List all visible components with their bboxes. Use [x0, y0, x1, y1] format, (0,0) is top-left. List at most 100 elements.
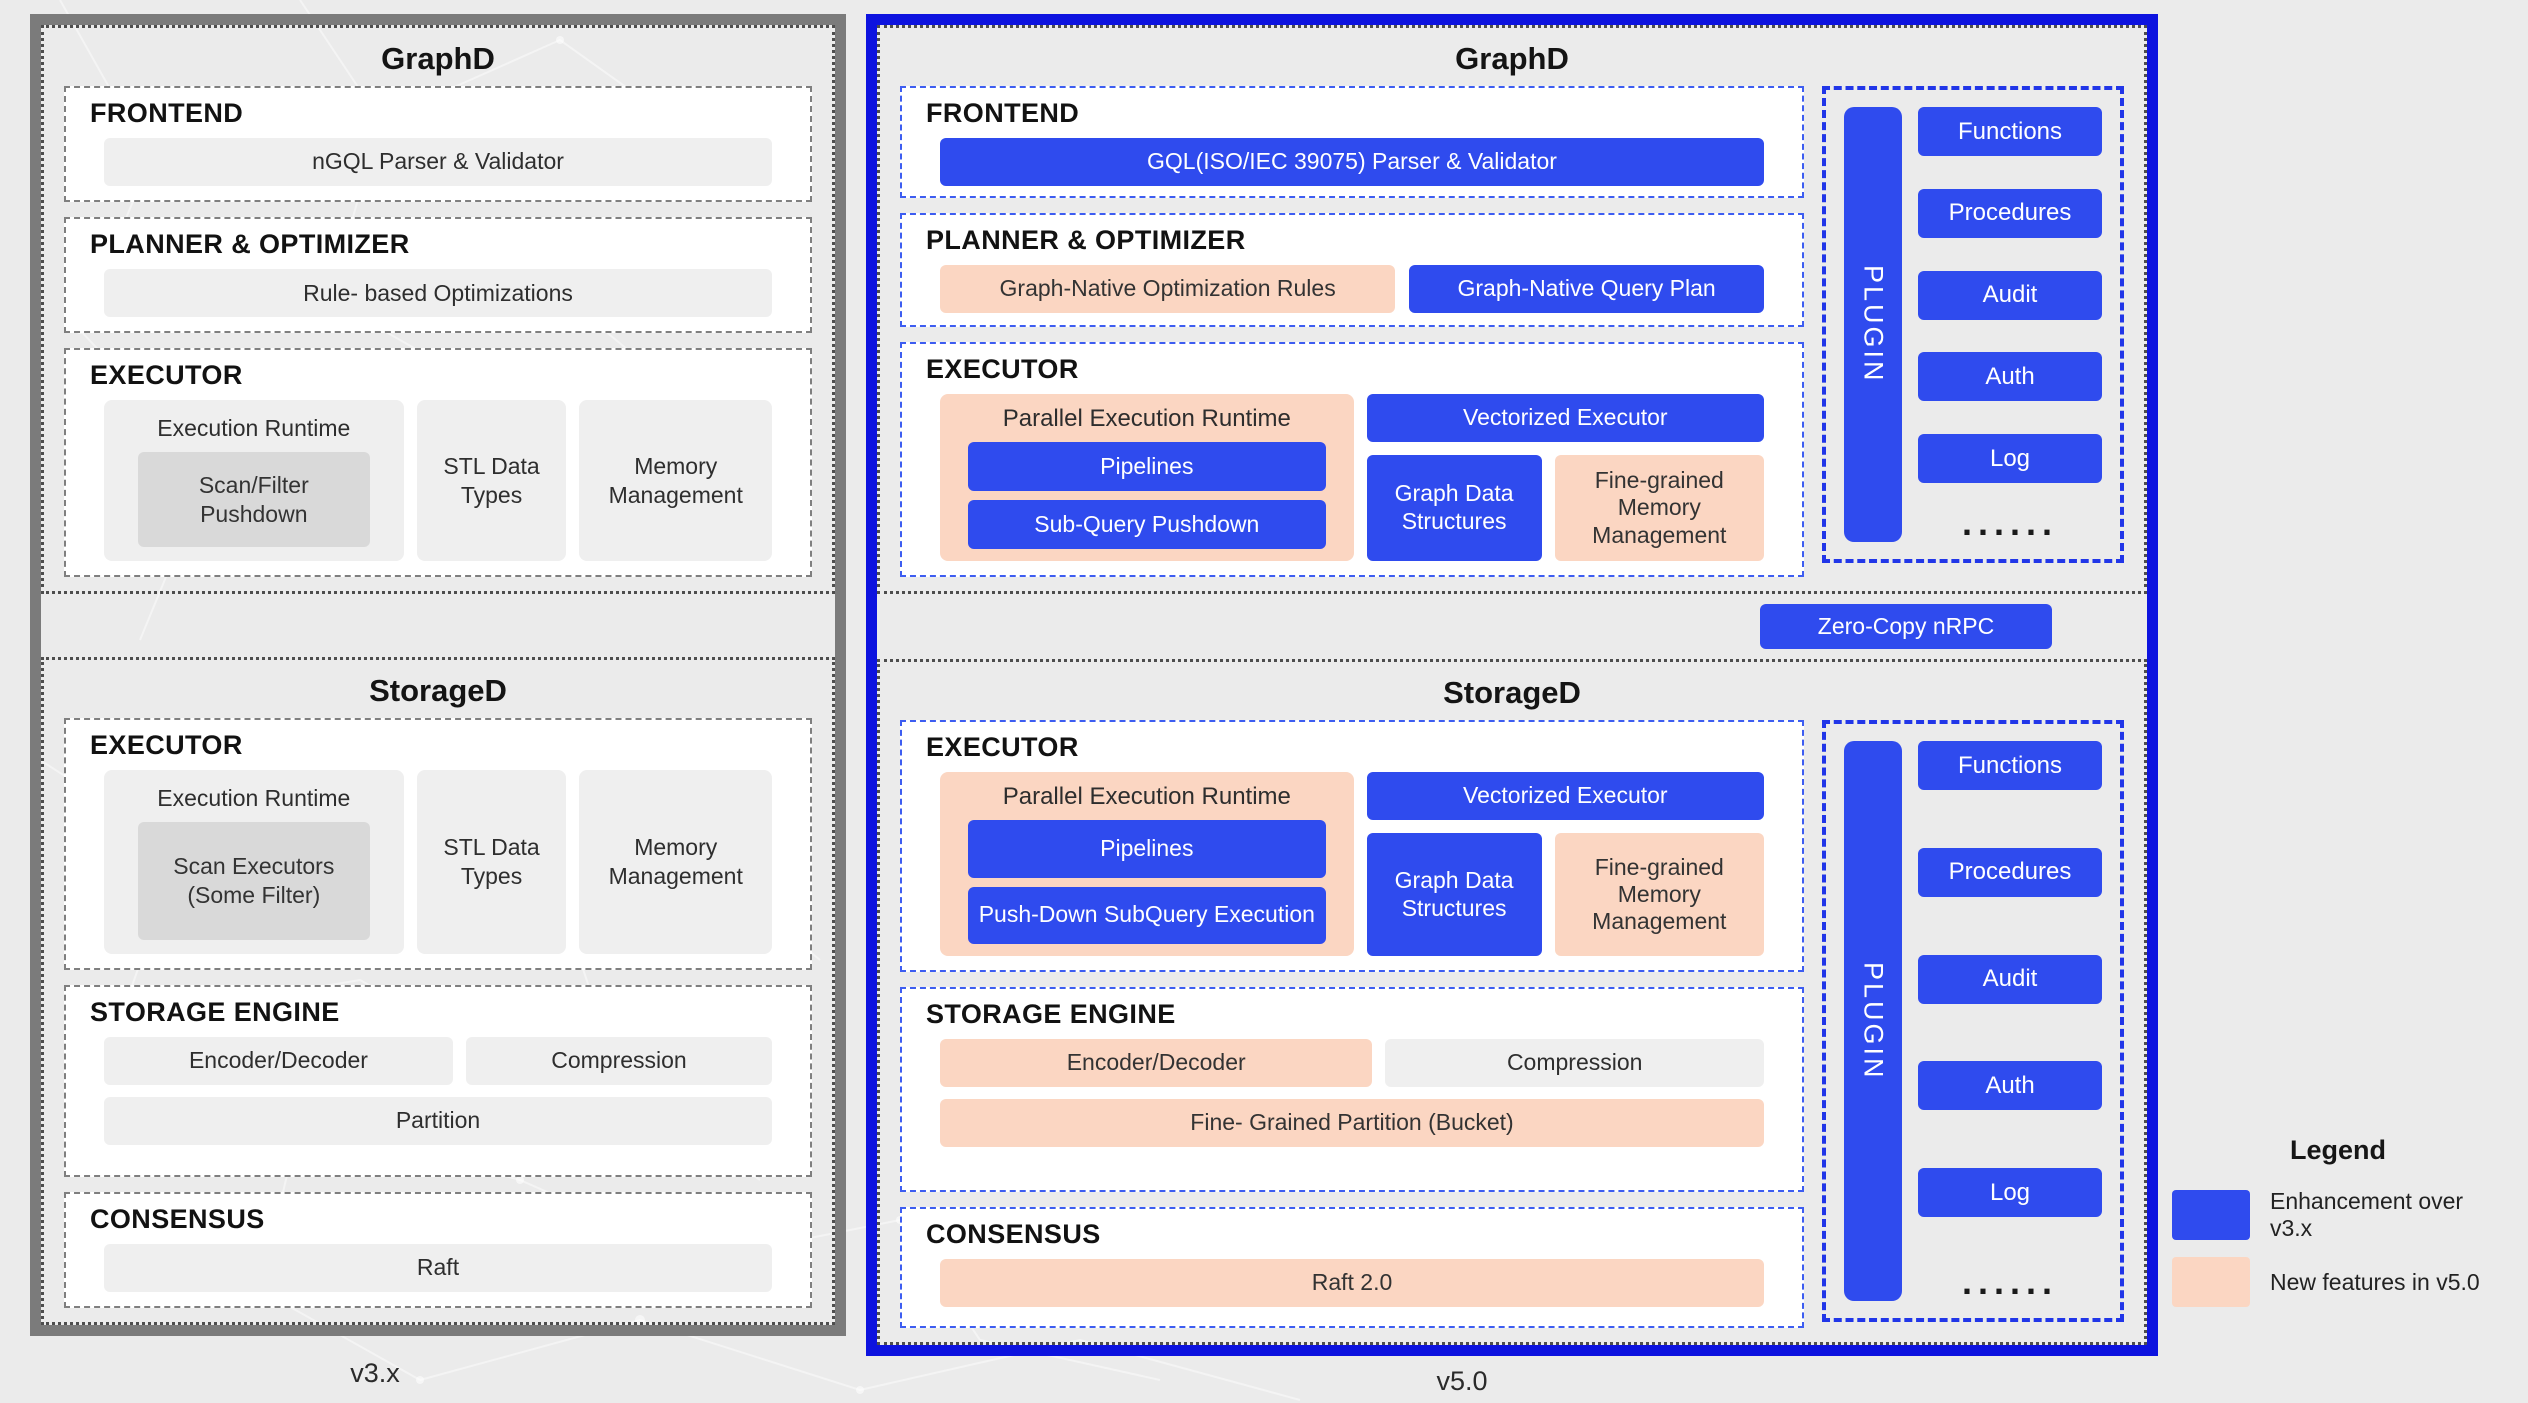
v3-storaged-executor-row: Execution Runtime Scan Executors (Some F…	[104, 770, 772, 954]
v5-graphd-region: GraphD FRONTEND GQL(ISO/IEC 39075) Parse…	[877, 25, 2147, 594]
v5-storaged-title: StorageD	[1443, 675, 1581, 710]
v5-graph-native-optimization-rules-box: Graph-Native Optimization Rules	[940, 265, 1396, 314]
plugin-item-auth: Auth	[1918, 352, 2102, 402]
v3-ngql-parser-box: nGQL Parser & Validator	[104, 138, 772, 187]
v5-storaged-executor-row: Parallel Execution Runtime Pipelines Pus…	[940, 772, 1764, 956]
v3-storaged-scan-executors-box: Scan Executors (Some Filter)	[138, 822, 370, 940]
plugin-item-functions: Functions	[1918, 741, 2102, 790]
v5-consensus-section: CONSENSUS Raft 2.0	[900, 1207, 1804, 1328]
v3-graphd-executor-row: Execution Runtime Scan/Filter Pushdown S…	[104, 400, 772, 561]
v3-storaged-stl-data-types-box: STL Data Types	[416, 770, 567, 954]
v3-storage-engine-section: STORAGE ENGINE Encoder/Decoder Compressi…	[64, 985, 812, 1177]
v3-encoder-decoder-box: Encoder/Decoder	[104, 1037, 453, 1086]
v5-graphd-executor-row: Parallel Execution Runtime Pipelines Sub…	[940, 394, 1764, 561]
legend: Legend Enhancement over v3.x New feature…	[2172, 1135, 2504, 1322]
v5-storaged-fine-grained-memory-box: Fine-grained Memory Management	[1554, 833, 1764, 956]
v5-gql-parser-box: GQL(ISO/IEC 39075) Parser & Validator	[940, 138, 1764, 187]
legend-swatch-blue	[2172, 1190, 2250, 1240]
v5-storaged-pipelines-box: Pipelines	[968, 820, 1326, 878]
v5-fine-grained-partition-box: Fine- Grained Partition (Bucket)	[940, 1099, 1764, 1148]
v3-graphd-execution-runtime-label: Execution Runtime	[157, 415, 351, 442]
v5-planner-heading: PLANNER & OPTIMIZER	[926, 225, 1246, 255]
zero-copy-nrpc-box: Zero-Copy nRPC	[1760, 604, 2052, 649]
v5-graphd-fine-grained-memory-box: Fine-grained Memory Management	[1554, 455, 1764, 561]
v3-planner-section: PLANNER & OPTIMIZER Rule- based Optimiza…	[64, 217, 812, 334]
v5-storage-engine-section: STORAGE ENGINE Encoder/Decoder Compressi…	[900, 987, 1804, 1192]
v3-storage-engine-row: Encoder/Decoder Compression	[104, 1037, 772, 1086]
v3-frontend-section: FRONTEND nGQL Parser & Validator	[64, 86, 812, 203]
plugin-item-log: Log	[1918, 434, 2102, 484]
v5-graphd-plugin-bar: PLUGIN	[1844, 107, 1902, 542]
v5-graphd-title: GraphD	[1455, 41, 1569, 76]
v3-storaged-execution-runtime-box: Execution Runtime Scan Executors (Some F…	[104, 770, 404, 954]
v3-graphd-title: GraphD	[381, 41, 495, 76]
v5-encoder-decoder-box: Encoder/Decoder	[940, 1039, 1373, 1088]
v5-graphd-vectorized-executor-box: Vectorized Executor	[1366, 394, 1764, 443]
v3-storaged-executor-section: EXECUTOR Execution Runtime Scan Executor…	[64, 718, 812, 970]
legend-swatch-peach	[2172, 1257, 2250, 1307]
v3-partition-box: Partition	[104, 1097, 772, 1146]
v3-region-gap	[41, 594, 835, 657]
v5-storaged-plugin-items: Functions Procedures Audit Auth Log ....…	[1918, 741, 2102, 1301]
v3-graphd-region: GraphD FRONTEND nGQL Parser & Validator …	[41, 25, 835, 594]
v3-graphd-executor-heading: EXECUTOR	[90, 360, 243, 391]
v5-storaged-body: EXECUTOR Parallel Execution Runtime Pipe…	[900, 720, 2124, 1328]
plugin-item-auth: Auth	[1918, 1061, 2102, 1111]
v5-panel: GraphD FRONTEND GQL(ISO/IEC 39075) Parse…	[866, 14, 2158, 1356]
v3-graphd-stl-data-types-box: STL Data Types	[416, 400, 567, 561]
v5-compression-box: Compression	[1385, 1039, 1764, 1088]
legend-row-new-features: New features in v5.0	[2172, 1257, 2504, 1307]
plugin-item-procedures: Procedures	[1918, 847, 2102, 897]
v5-graphd-parallel-runtime-box: Parallel Execution Runtime Pipelines Sub…	[940, 394, 1354, 561]
v5-storaged-executor-right: Vectorized Executor Graph Data Structure…	[1366, 772, 1764, 956]
v5-storaged-region: StorageD EXECUTOR Parallel Execution Run…	[877, 659, 2147, 1345]
v5-storaged-graph-data-structures-box: Graph Data Structures	[1366, 833, 1542, 956]
v5-consensus-heading: CONSENSUS	[926, 1219, 1101, 1249]
v5-graphd-graph-data-structures-box: Graph Data Structures	[1366, 455, 1542, 561]
v3-graphd-memory-management-box: Memory Management	[579, 400, 772, 561]
v3-raft-box: Raft	[104, 1244, 772, 1293]
v3-frontend-heading: FRONTEND	[90, 98, 244, 128]
v5-storaged-sections: EXECUTOR Parallel Execution Runtime Pipe…	[900, 720, 1804, 1328]
v3-storaged-title: StorageD	[369, 673, 507, 708]
v5-version-label: v5.0	[1436, 1366, 1488, 1396]
v5-storaged-plugin-bar: PLUGIN	[1844, 741, 1902, 1301]
v5-storaged-vectorized-executor-box: Vectorized Executor	[1366, 772, 1764, 821]
v5-graph-native-query-plan-box: Graph-Native Query Plan	[1409, 265, 1764, 314]
v3-panel: GraphD FRONTEND nGQL Parser & Validator …	[30, 14, 846, 1336]
v5-graphd-sections: FRONTEND GQL(ISO/IEC 39075) Parser & Val…	[900, 86, 1804, 577]
legend-label-enhancement: Enhancement over v3.x	[2270, 1188, 2464, 1241]
plugin-item-audit: Audit	[1918, 270, 2102, 320]
v5-graphd-pipelines-box: Pipelines	[968, 442, 1326, 492]
v5-frontend-section: FRONTEND GQL(ISO/IEC 39075) Parser & Val…	[900, 86, 1804, 198]
v3-storaged-region: StorageD EXECUTOR Execution Runtime Scan…	[41, 657, 835, 1326]
v3-planner-heading: PLANNER & OPTIMIZER	[90, 229, 410, 260]
v5-storaged-executor-right-bottom: Graph Data Structures Fine-grained Memor…	[1366, 833, 1764, 956]
v5-graphd-executor-right-bottom: Graph Data Structures Fine-grained Memor…	[1366, 455, 1764, 561]
v5-graphd-executor-section: EXECUTOR Parallel Execution Runtime Pipe…	[900, 342, 1804, 577]
v5-raft-2-box: Raft 2.0	[940, 1259, 1764, 1308]
v5-graphd-executor-right: Vectorized Executor Graph Data Structure…	[1366, 394, 1764, 561]
plugin-more-dots: ......	[1961, 1260, 2058, 1302]
legend-row-enhancement: Enhancement over v3.x	[2172, 1188, 2504, 1242]
v5-storaged-executor-section: EXECUTOR Parallel Execution Runtime Pipe…	[900, 720, 1804, 972]
v5-storaged-parallel-runtime-label: Parallel Execution Runtime	[1002, 783, 1291, 811]
v5-storaged-executor-heading: EXECUTOR	[926, 732, 1079, 762]
plugin-item-procedures: Procedures	[1918, 188, 2102, 238]
v3-graphd-executor-section: EXECUTOR Execution Runtime Scan/Filter P…	[64, 348, 812, 577]
v3-consensus-heading: CONSENSUS	[90, 1204, 265, 1234]
v3-graphd-execution-runtime-box: Execution Runtime Scan/Filter Pushdown	[104, 400, 404, 561]
plugin-more-dots: ......	[1961, 501, 2058, 543]
v3-rule-based-optimizations-box: Rule- based Optimizations	[104, 269, 772, 318]
v5-rpc-strip: Zero-Copy nRPC	[877, 594, 2147, 659]
v5-storaged-parallel-runtime-box: Parallel Execution Runtime Pipelines Pus…	[940, 772, 1354, 956]
v5-graphd-parallel-runtime-label: Parallel Execution Runtime	[1002, 405, 1291, 433]
v3-consensus-section: CONSENSUS Raft	[64, 1192, 812, 1309]
v5-frontend-heading: FRONTEND	[926, 98, 1080, 128]
v3-version-label: v3.x	[350, 1358, 400, 1388]
legend-label-new-features: New features in v5.0	[2270, 1268, 2480, 1295]
v5-planner-row: Graph-Native Optimization Rules Graph-Na…	[940, 265, 1764, 314]
v3-compression-box: Compression	[465, 1037, 772, 1086]
v3-storaged-execution-runtime-label: Execution Runtime	[157, 785, 351, 812]
v5-storaged-pushdown-subquery-box: Push-Down SubQuery Execution	[968, 886, 1326, 945]
